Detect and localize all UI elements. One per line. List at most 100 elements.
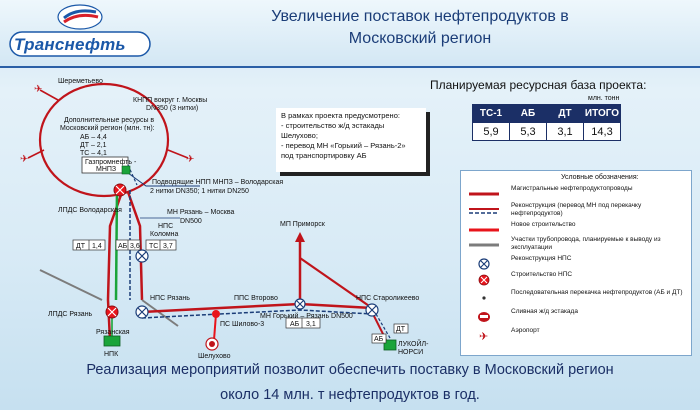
legend-item-nps-build: Строительство НПС [465,271,689,289]
project-line-4: - перевод МН «Горький – Рязань-2» [281,141,406,150]
transneft-logo [9,4,151,57]
label-lpds-volodarskaya: ЛПДС Володарская [58,207,122,214]
project-line-2: - строительство ж/д эстакады [281,121,385,130]
label-lukoil-2: НОРСИ [398,349,423,356]
dot-icon [482,296,486,300]
header: Транснефть Увеличение поставок нефтепрод… [0,0,700,68]
header-ts1: ТС-1 [472,104,510,123]
legend-text-decommission: Участки трубопровода, планируемые к выво… [511,236,661,251]
label-podvod-1: Подводящие НПП МНПЗ – Володарская [152,179,283,186]
label-resources-dt: ДТ – 2,1 [80,142,107,149]
legend-text-airport: Аэропорт [511,327,540,334]
ts-box [145,239,177,251]
footer-line-2: около 14 млн. т нефтепродуктов в год. [220,387,480,403]
label-ab: АБ [118,243,128,250]
rail-loader-icon [478,312,490,322]
label-sheremetyevo: Шереметьево [58,78,103,85]
arrow-east [167,149,189,159]
label-lpds-ryazan: ЛПДС Рязань [48,311,93,318]
label-dt: ДТ [76,243,86,250]
lpds-volodarskaya-icon [113,183,127,197]
red-line-icon [469,192,499,196]
resource-value-row: 5,9 5,3 3,1 14,3 [472,122,621,141]
arrow-sheremetyevo [39,89,59,101]
legend-item-nps-reconstruction: Реконструкция НПС [465,255,689,273]
label-gazpromneft-2: МНПЗ [96,166,116,173]
arrow-nw [27,149,45,159]
mn-gorky-ryazan [141,302,373,314]
legend-text-new-build: Новое строительство [511,221,576,228]
reconstruction-east [141,309,373,319]
legend-text-reconstruction: Реконструкция (перевод МН под перекачку … [511,202,642,217]
label-gazpromneft-1: Газпромнефть - [85,159,137,166]
slide-title: Увеличение поставок нефтепродуктов в Мос… [200,6,640,50]
airplane-icon: ✈ [479,331,488,342]
value-dt-total: 3,1 [546,122,584,141]
resource-table: ТС-1 АБ ДТ ИТОГО 5,9 5,3 3,1 14,3 [472,104,621,141]
legend-text-nps-reconstruction: Реконструкция НПС [511,255,572,262]
gray-line-icon [469,243,499,247]
primorsk-arrow [295,232,305,242]
ring-inner-dashed [127,164,138,186]
legend-text-sequential: Последовательная перекачка нефтепродукто… [511,289,683,296]
legend-title: Условные обозначения: [561,174,639,181]
lukoil-icon [383,339,397,351]
label-kolco-1: КНПП вокруг г. Москвы [133,97,207,104]
lpds-ryazan-icon [105,305,119,319]
blue-station-icon [478,258,490,270]
project-line-1: В рамках проекта предусмотрено: [281,111,400,120]
shilovo-branch [213,313,217,341]
nps-vtorovo-icon [294,298,306,310]
legend-text-pipeline: Магистральные нефтепродуктопроводы [511,185,633,192]
value-ab-bottom: 3,1 [306,321,316,328]
legend-item-decommission: Участки трубопровода, планируемые к выво… [465,236,689,254]
east-airplane-icon: ✈ [186,154,194,165]
value-ts: 3,7 [163,243,173,250]
label-ts: ТС [149,243,158,250]
title-line-1: Увеличение поставок нефтепродуктов в [271,8,569,25]
ab-bottom-box [285,317,321,329]
value-dt: 1,4 [92,243,102,250]
resource-header-row: ТС-1 АБ ДТ ИТОГО [472,104,621,123]
legend-item-new-build: Новое строительство [465,221,689,239]
label-resources-ab: АБ – 4,4 [80,134,107,141]
resource-units: млн. тонн [588,95,620,102]
moscow-ring [38,82,170,198]
label-nps-kolomna-1: НПС [158,223,173,230]
gray-line-west [39,269,103,301]
label-ryazan-npk-2: НПК [104,351,119,358]
header-ab: АБ [509,104,547,123]
ab-lukoil-box [371,333,387,344]
podvod-lines [127,172,200,187]
label-nps-ryazan: НПС Рязань [150,295,190,302]
logo-text: Транснефть [14,35,126,54]
footer-line-1: Реализация мероприятий позволит обеспечи… [86,362,614,378]
label-resources-2: Московский регион (млн. тн): [60,124,155,132]
nps-starolikeevo-icon [365,303,379,317]
ps-shilovo-icon [212,310,220,318]
footer: Реализация мероприятий позволит обеспечи… [0,358,700,408]
legend-text-rail: Сливная ж/д эстакада [511,308,578,315]
label-shelukhovo: Шелухово [198,353,231,360]
gray-line-south [141,299,179,327]
legend-item-pipeline: Магистральные нефтепродуктопроводы [465,185,689,203]
dashed-blue-line-icon [469,208,499,214]
value-ab: 3,6 [130,243,140,250]
legend-text-nps-build: Строительство НПС [511,271,573,278]
label-ps-shilovo: ПС Шилово-3 [220,321,264,328]
project-line-3: Шелухово; [281,131,318,140]
label-ryazan-npk-1: Рязанская [96,329,130,336]
shelukhovo-rail-icon [205,337,219,351]
project-line-5: под транспортировку АБ [281,151,367,160]
label-ab-bottom: АБ [290,321,300,328]
value-ab-total: 5,3 [509,122,547,141]
legend-item-rail: Сливная ж/д эстакада [465,308,689,326]
label-mp-primorsk: МП Приморск [280,221,326,228]
legend: Условные обозначения: Магистральные нефт… [460,170,692,356]
starolikeevo-diag [299,257,373,309]
svg-text:✈: ✈ [479,331,488,342]
label-mn-ryazan-2: DN500 [180,218,202,225]
resource-title: Планируемая ресурсная база проекта: [430,78,647,92]
legend-item-sequential: Последовательная перекачка нефтепродукто… [465,289,689,307]
